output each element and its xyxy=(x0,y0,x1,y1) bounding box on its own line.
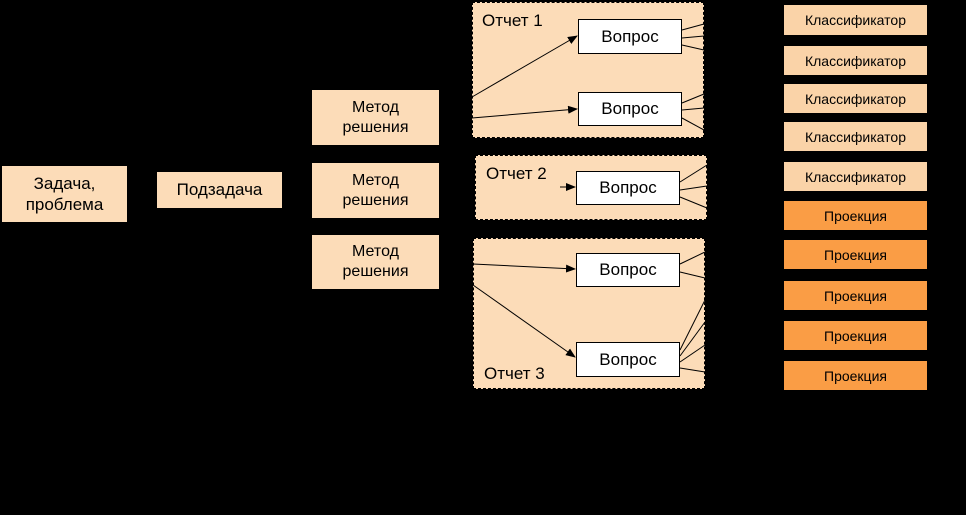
question-2: Вопрос xyxy=(578,92,682,126)
projection-5-label: Проекция xyxy=(824,367,887,384)
question-1: Вопрос xyxy=(578,19,682,54)
classifier-4-label: Классификатор xyxy=(804,128,906,145)
question-2-label: Вопрос xyxy=(601,99,659,118)
out-line xyxy=(681,93,705,104)
question-4: Вопрос xyxy=(576,253,680,287)
out-line xyxy=(679,344,706,363)
question-5-label: Вопрос xyxy=(599,349,657,369)
classifier-4: Классификатор xyxy=(783,121,928,152)
subtask-box: Подзадача xyxy=(157,172,282,208)
method-box-1: Метод решения xyxy=(312,90,439,145)
method-1-line2: решения xyxy=(342,118,409,136)
method-2-line1: Метод xyxy=(352,171,399,189)
out-line xyxy=(681,44,705,51)
projection-5: Проекция xyxy=(783,360,928,391)
out-line xyxy=(679,196,708,209)
projection-3-label: Проекция xyxy=(824,287,887,304)
out-line xyxy=(681,117,705,131)
question-3: Вопрос xyxy=(576,171,680,205)
out-line xyxy=(679,251,706,265)
task-line2: проблема xyxy=(25,195,104,214)
projection-1-label: Проекция xyxy=(824,207,887,224)
classifier-3-label: Классификатор xyxy=(804,90,906,107)
report-3-label: Отчет 3 xyxy=(484,364,545,383)
out-line xyxy=(681,107,705,111)
classifier-3: Классификатор xyxy=(783,83,928,114)
out-line xyxy=(679,185,708,191)
method-2-line2: решения xyxy=(342,191,409,209)
task-line1: Задача, xyxy=(33,173,96,193)
arrow-to-question-4 xyxy=(472,263,576,273)
out-line xyxy=(681,35,705,39)
projection-4: Проекция xyxy=(783,320,928,351)
task-box: Задача, проблема xyxy=(2,166,127,222)
question-5: Вопрос xyxy=(576,342,680,377)
classifier-1: Классификатор xyxy=(783,4,928,36)
arrow-to-question-1 xyxy=(471,35,578,98)
subtask-label: Подзадача xyxy=(176,180,263,200)
arrow-to-question-2 xyxy=(471,105,578,119)
method-box-3: Метод решения xyxy=(312,235,439,289)
question-4-label: Вопрос xyxy=(599,260,657,279)
classifier-2: Классификатор xyxy=(783,45,928,76)
question-1-label: Вопрос xyxy=(601,26,659,46)
projection-2: Проекция xyxy=(783,239,928,270)
method-1-line1: Метод xyxy=(352,98,399,116)
classifier-5-label: Классификатор xyxy=(804,168,906,185)
question-3-label: Вопрос xyxy=(599,178,657,197)
out-line xyxy=(679,164,708,183)
report-2-label: Отчет 2 xyxy=(486,164,547,183)
projection-1: Проекция xyxy=(783,200,928,231)
method-3-line2: решения xyxy=(342,263,409,280)
classifier-2-label: Классификатор xyxy=(804,52,906,69)
projection-2-label: Проекция xyxy=(824,246,887,263)
report-1-label: Отчет 1 xyxy=(482,11,543,30)
classifier-5: Классификатор xyxy=(783,161,928,192)
out-line xyxy=(679,299,706,351)
out-line xyxy=(679,321,706,357)
out-line xyxy=(679,271,706,279)
method-3-line1: Метод xyxy=(352,243,399,260)
arrow-to-question-5 xyxy=(472,284,576,358)
out-line xyxy=(681,23,705,31)
out-line xyxy=(679,367,706,373)
method-box-2: Метод решения xyxy=(312,163,439,218)
projection-4-label: Проекция xyxy=(824,327,887,344)
projection-3: Проекция xyxy=(783,280,928,311)
classifier-1-label: Классификатор xyxy=(804,12,906,28)
